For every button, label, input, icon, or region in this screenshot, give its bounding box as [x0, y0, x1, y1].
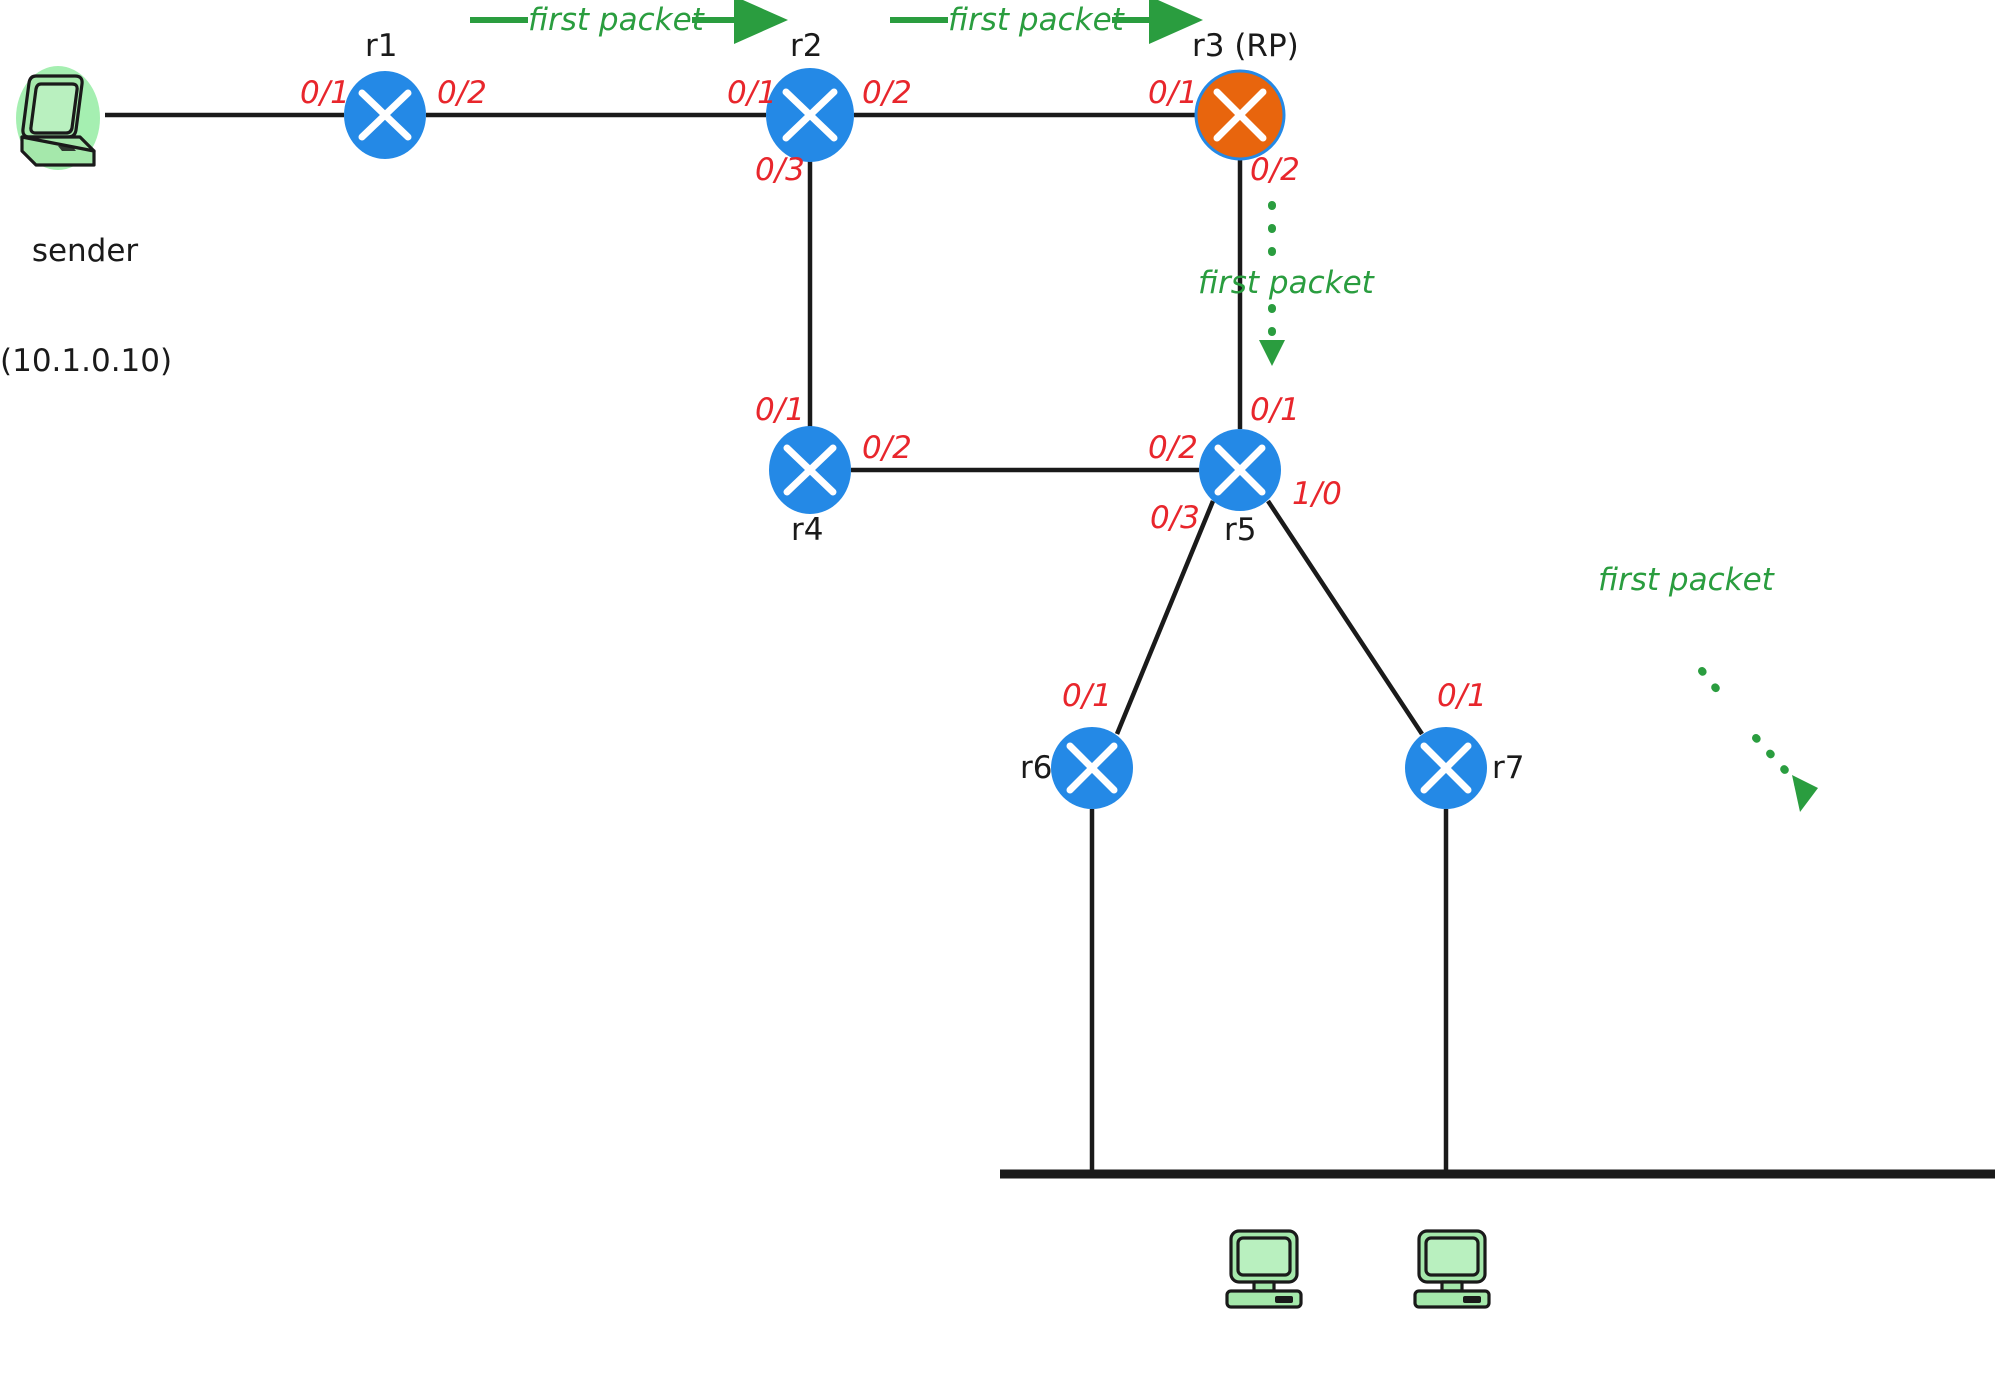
iface-label-r1-0-2: 0/2: [437, 75, 487, 111]
router-label-r2: r2: [790, 28, 823, 64]
iface-label-r4-0-1: 0/1: [755, 392, 805, 428]
receiver-02-label: receiver_02 (10.1.1.12): [1312, 1312, 1592, 1382]
flow-arrow-r5-r7: [1698, 667, 1807, 794]
iface-label-r1-0-1: 0/1: [300, 75, 350, 111]
router-node-r2[interactable]: [766, 68, 854, 162]
iface-label-r2-0-3: 0/3: [755, 152, 805, 188]
flow-label-r2-r3: first packet: [948, 2, 1124, 38]
links-layer: [105, 112, 1449, 1174]
flow-label-r1-r2: first packet: [528, 2, 704, 38]
iface-label-r2-0-2: 0/2: [862, 75, 912, 111]
receiver-02-host-icon[interactable]: [1413, 1229, 1491, 1309]
flow-label-r5-r7: first packet: [1598, 562, 1774, 598]
sender-host-icon[interactable]: [16, 66, 100, 170]
router-label-r4: r4: [791, 512, 824, 548]
router-node-r5[interactable]: [1199, 429, 1281, 511]
router-label-r7: r7: [1492, 750, 1525, 786]
flow-arrow-r3-r5-head: [1259, 340, 1285, 366]
iface-label-r5-0-3: 0/3: [1150, 500, 1200, 536]
link-r5-r7: [1266, 499, 1424, 736]
iface-label-r3-0-1: 0/1: [1148, 75, 1198, 111]
router-node-r1[interactable]: [344, 71, 426, 159]
iface-label-r5-0-2: 0/2: [1148, 430, 1198, 466]
iface-label-r6-0-1: 0/1: [1062, 678, 1112, 714]
sender-host-label: sender (10.1.0.10): [0, 160, 173, 453]
sender-address: (10.1.0.10): [0, 342, 173, 379]
router-label-r3-rp: r3 (RP): [1192, 28, 1299, 64]
router-label-r1: r1: [365, 28, 398, 64]
link-r5-r6: [1114, 500, 1216, 735]
iface-label-r3-0-2: 0/2: [1250, 152, 1300, 188]
router-node-r3-rp[interactable]: [1194, 69, 1286, 161]
iface-label-r7-0-1: 0/1: [1437, 678, 1487, 714]
sender-name: sender: [31, 233, 139, 270]
flow-arrow-r5-r7-head: [1792, 775, 1818, 812]
router-label-r6: r6: [1020, 750, 1053, 786]
router-node-r7[interactable]: [1405, 727, 1487, 809]
flow-label-r3-r5: first packet: [1198, 265, 1374, 301]
router-node-r6[interactable]: [1051, 727, 1133, 809]
iface-label-r5-1-0: 1/0: [1292, 476, 1342, 512]
router-label-r5: r5: [1224, 512, 1257, 548]
receiver-01-host-icon[interactable]: [1225, 1229, 1303, 1309]
iface-label-r4-0-2: 0/2: [862, 430, 912, 466]
iface-label-r2-0-1: 0/1: [727, 75, 777, 111]
router-node-r4[interactable]: [769, 426, 851, 514]
iface-label-r5-0-1: 0/1: [1250, 392, 1300, 428]
